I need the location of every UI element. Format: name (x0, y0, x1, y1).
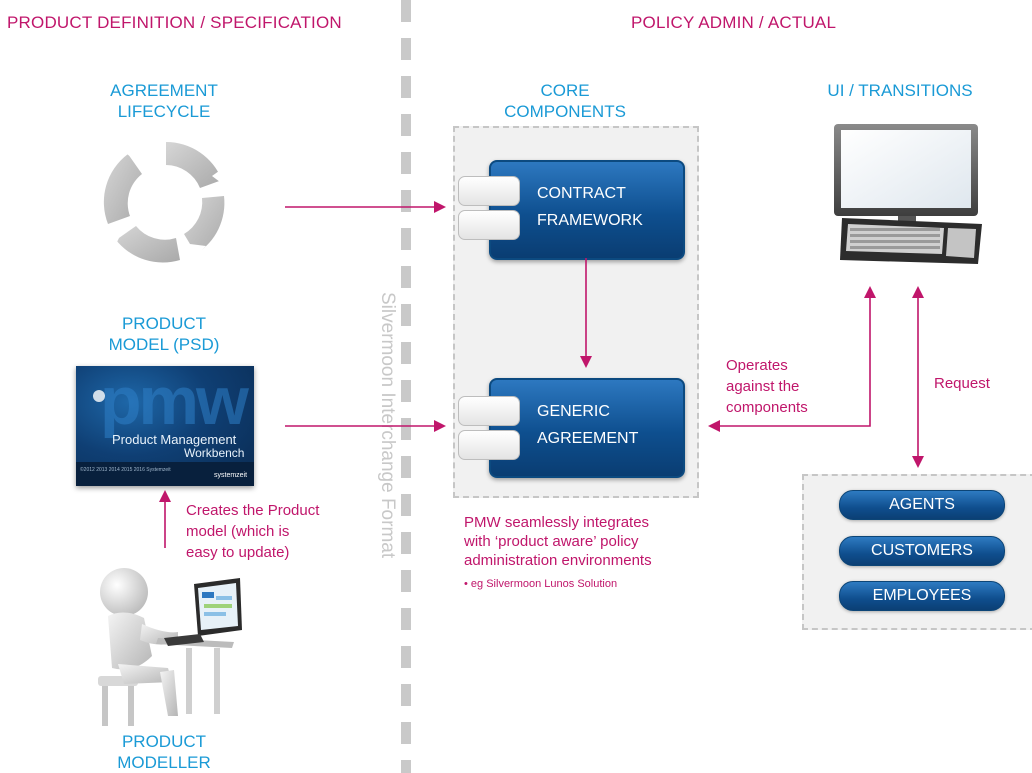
contract-label-line2: FRAMEWORK (537, 212, 643, 229)
pmw-workbench-card: pmw Product Management Workbench ©2012 2… (76, 363, 254, 486)
operates-arrow (718, 296, 871, 427)
section-divider (401, 0, 411, 773)
pmw-fine-print: ©2012 2013 2014 2015 2016 Systemzeit (80, 467, 171, 473)
example-bullet: • eg Silvermoon Lunos Solution (464, 578, 618, 590)
title-agreement-lifecycle: AGREEMENT LIFECYCLE (110, 81, 218, 121)
contract-port-bottom (458, 210, 520, 240)
pmw-title-line2: Workbench (184, 446, 245, 460)
header-policy-admin: POLICY ADMIN / ACTUAL (631, 13, 837, 32)
product-modeller-illustration (98, 568, 242, 726)
generic-label-line2: AGREEMENT (537, 430, 639, 447)
generic-label-line1: GENERIC (537, 403, 610, 420)
generic-port-bottom (458, 430, 520, 460)
pmw-logo-dot (93, 390, 105, 402)
contract-port-top (458, 176, 520, 206)
header-product-definition: PRODUCT DEFINITION / SPECIFICATION (7, 13, 342, 32)
computer-icon (834, 124, 982, 264)
title-ui-transitions: UI / TRANSITIONS (827, 81, 973, 100)
title-product-model: PRODUCT MODEL (PSD) (108, 314, 220, 354)
operates-note: Operates against the components (726, 357, 808, 416)
customers-button[interactable]: CUSTOMERS (839, 536, 1005, 566)
pmw-footer (76, 462, 254, 486)
title-product-modeller: PRODUCT MODELLER (117, 732, 211, 772)
contract-label-line1: CONTRACT (537, 185, 626, 202)
contract-framework-component[interactable]: CONTRACT FRAMEWORK (489, 160, 685, 260)
integrates-note: PMW seamlessly integrates with ‘product … (464, 514, 652, 569)
lifecycle-cycle-icon (103, 141, 228, 263)
creates-model-note: Creates the Product model (which is easy… (186, 502, 320, 561)
pmw-logo: pmw (100, 363, 249, 439)
employees-button[interactable]: EMPLOYEES (839, 581, 1005, 611)
title-core-components: CORE COMPONENTS (504, 81, 626, 121)
pmw-title-line1: Product Management (112, 432, 237, 447)
generic-agreement-component[interactable]: GENERIC AGREEMENT (489, 378, 685, 478)
request-note: Request (934, 375, 990, 392)
pmw-brand: systemzeit (214, 472, 248, 479)
agents-button[interactable]: AGENTS (839, 490, 1005, 520)
generic-port-top (458, 396, 520, 426)
